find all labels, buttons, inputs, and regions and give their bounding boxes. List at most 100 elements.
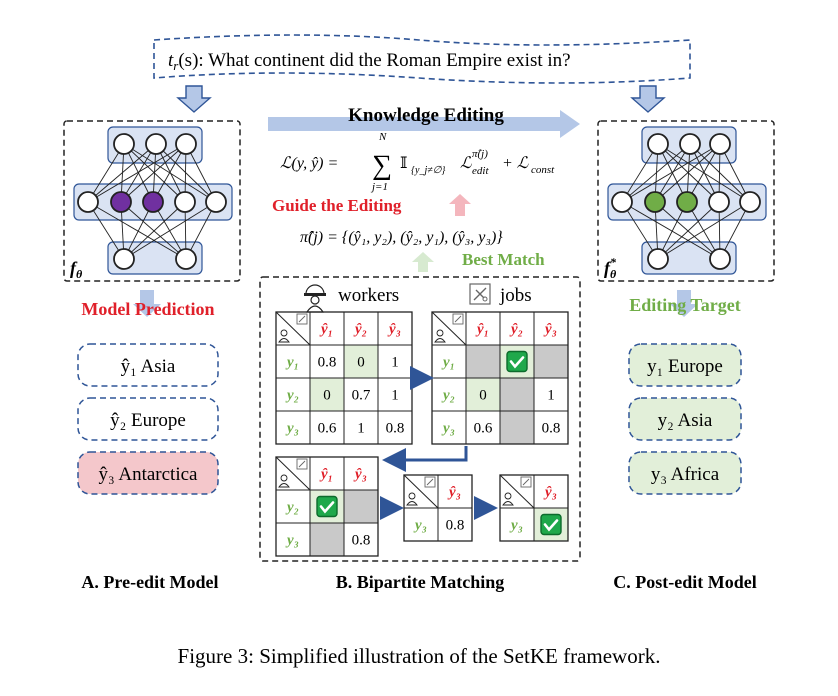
cost-matrix-5: ŷ₃ y₃ <box>499 474 569 542</box>
pre-edit-neuron <box>205 191 227 213</box>
col-header: ŷ₃ <box>543 322 557 338</box>
post-edit-neuron <box>709 133 731 155</box>
model-prediction-label: Model Prediction <box>81 299 214 319</box>
svg-text:y₂ Asia: y₂ Asia <box>658 410 713 431</box>
svg-text:{y_j≠∅}: {y_j≠∅} <box>411 165 445 176</box>
editing-target-label: Editing Target <box>629 295 741 315</box>
pre-edit-neuron <box>175 248 197 270</box>
worker-icon <box>304 284 326 313</box>
cost-cell: 0 <box>357 355 365 371</box>
bipartite-matching-panel: workers jobs ŷ₁ ŷ₂ ŷ₃ y₁ y₂ y₃ 0.8 0 1 0 0.7 1 0.6 1 0… <box>259 276 581 562</box>
post-edit-neuron <box>679 133 701 155</box>
col-header: ŷ₃ <box>543 485 557 501</box>
cost-cell: 0.8 <box>542 421 561 437</box>
row-header: y₃ <box>441 421 455 437</box>
row-header: y₃ <box>413 518 427 534</box>
post-edit-neuron <box>708 191 730 213</box>
loss-formula: ℒ(y, ŷ) = ∑ N j=1 𝕀 {y_j≠∅} ℒ π̂(j) edit… <box>280 131 555 193</box>
col-header: ŷ₃ <box>387 322 401 338</box>
cost-cell: 0.7 <box>352 388 371 404</box>
match-check-icon <box>540 513 562 536</box>
cost-cell: 0.6 <box>318 421 337 437</box>
svg-text:edit: edit <box>472 165 489 177</box>
jobs-mini-icon <box>296 313 308 325</box>
svg-text:ŷ₃ Antarctica: ŷ₃ Antarctica <box>99 464 199 485</box>
jobs-mini-icon <box>296 458 308 470</box>
guide-up-arrow <box>449 194 471 216</box>
col-header: ŷ₁ <box>475 322 489 338</box>
pre-edit-network: fθ <box>63 120 241 282</box>
down-arrow-left <box>176 85 212 113</box>
matching-formula: π̂(j) = {(ŷ₁, y₂), (ŷ₂, y₁), (ŷ₃, y₃)} <box>300 229 503 246</box>
down-arrow-right <box>630 85 666 113</box>
post-edit-neuron <box>611 191 633 213</box>
figure-caption: Figure 3: Simplified illustration of the… <box>178 644 661 668</box>
svg-text:∑: ∑ <box>372 150 392 181</box>
caption-pre-edit: A. Pre-edit Model <box>81 572 218 592</box>
post-edit-neuron <box>676 191 698 213</box>
svg-text:+ ℒ: + ℒ <box>502 155 529 172</box>
workers-label: workers <box>338 285 399 306</box>
match-check-icon <box>316 495 338 518</box>
svg-text:ℒ: ℒ <box>460 155 472 172</box>
question-box: tr(s): What continent did the Roman Empi… <box>153 34 691 84</box>
svg-text:𝕀: 𝕀 <box>400 155 407 172</box>
row-header: y₂ <box>285 500 299 516</box>
col-header: ŷ₂ <box>509 322 523 338</box>
jobs-icon <box>469 283 491 305</box>
svg-text:y₁ Europe: y₁ Europe <box>647 356 723 377</box>
cost-cell: 1 <box>391 355 399 371</box>
pre-edit-neuron <box>142 191 164 213</box>
svg-text:y₃ Africa: y₃ Africa <box>651 464 720 485</box>
cost-cell: 0 <box>323 388 331 404</box>
target-3: y₃ Africa <box>628 451 742 495</box>
post-edit-neuron <box>647 133 669 155</box>
jobs-mini-icon <box>452 313 464 325</box>
best-match-label: Best Match <box>462 250 545 269</box>
pre-edit-neuron <box>110 191 132 213</box>
caption-bipartite: B. Bipartite Matching <box>336 572 505 592</box>
cost-cell: 1 <box>357 421 365 437</box>
pre-edit-model-symbol: fθ <box>70 258 83 281</box>
row-header: y₃ <box>285 533 299 549</box>
cost-cell: 1 <box>391 388 399 404</box>
worker-mini-icon <box>406 492 418 506</box>
svg-text:π̂(j): π̂(j) <box>472 148 488 160</box>
row-header: y₂ <box>441 388 455 404</box>
svg-text:ŷ₂ Europe: ŷ₂ Europe <box>110 410 186 431</box>
editing-target-arrow <box>670 290 698 317</box>
col-header: ŷ₃ <box>447 485 461 501</box>
row-header: y₃ <box>509 518 523 534</box>
cost-cell: 0.8 <box>318 355 337 371</box>
prediction-3: ŷ₃ Antarctica <box>77 451 219 495</box>
pre-edit-neuron <box>145 133 167 155</box>
guide-the-editing-label: Guide the Editing <box>272 196 402 215</box>
question-text: tr(s): What continent did the Roman Empi… <box>168 50 571 73</box>
col-header: ŷ₁ <box>319 467 333 483</box>
svg-text:N: N <box>378 131 387 143</box>
cost-cell: 0 <box>479 388 487 404</box>
worker-mini-icon <box>434 329 446 343</box>
target-1: y₁ Europe <box>628 343 742 387</box>
col-header: ŷ₃ <box>353 467 367 483</box>
jobs-mini-icon <box>520 476 532 488</box>
svg-text:j=1: j=1 <box>370 181 388 193</box>
target-2: y₂ Asia <box>628 397 742 441</box>
prediction-2: ŷ₂ Europe <box>77 397 219 441</box>
jobs-mini-icon <box>424 476 436 488</box>
pre-edit-neuron <box>77 191 99 213</box>
post-edit-neuron <box>709 248 731 270</box>
col-header: ŷ₁ <box>319 322 333 338</box>
knowledge-editing-arrow: Knowledge Editing <box>268 105 580 138</box>
cost-cell: 0.8 <box>386 421 405 437</box>
worker-mini-icon <box>502 492 514 506</box>
row-header: y₁ <box>285 355 299 371</box>
post-edit-network: f*θ <box>597 120 775 282</box>
col-header: ŷ₂ <box>353 322 367 338</box>
jobs-label: jobs <box>499 285 532 306</box>
model-prediction-arrow <box>133 290 161 317</box>
